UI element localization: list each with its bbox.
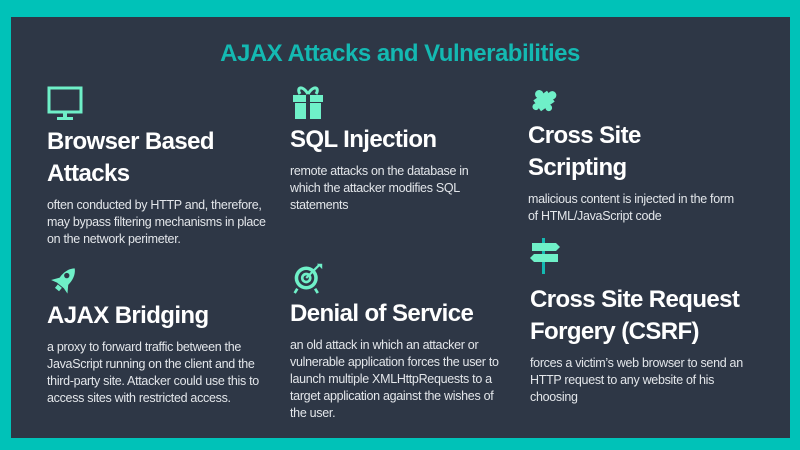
- card-cross-site-scripting: Cross Site Scripting malicious content i…: [528, 86, 738, 225]
- slide-panel: [11, 17, 790, 438]
- page-title: AJAX Attacks and Vulnerabilities: [220, 40, 580, 67]
- card-sql-injection: SQL Injection remote attacks on the data…: [290, 84, 500, 214]
- card-description: an old attack in which an attacker or vu…: [290, 338, 499, 420]
- card-description: malicious content is injected in the for…: [528, 192, 734, 223]
- card-heading: Cross Site Request Forgery (CSRF): [530, 286, 740, 345]
- puzzle-icon: [532, 90, 557, 112]
- target-icon: [293, 263, 323, 294]
- card-csrf: Cross Site Request Forgery (CSRF) forces…: [530, 238, 755, 406]
- card-heading: AJAX Bridging: [47, 302, 209, 329]
- card-description: forces a victim’s web browser to send an…: [530, 356, 743, 404]
- rocket-icon: [51, 268, 75, 294]
- monitor-icon: [47, 86, 83, 120]
- card-ajax-bridging: AJAX Bridging a proxy to forward traffic…: [47, 264, 272, 407]
- card-heading: Denial of Service: [290, 300, 474, 327]
- card-browser-based-attacks: Browser Based Attacks often conducted by…: [47, 86, 267, 248]
- card-description: often conducted by HTTP and, therefore, …: [47, 198, 266, 246]
- card-description: a proxy to forward traffic between the J…: [47, 340, 259, 405]
- card-heading: Cross Site Scripting: [528, 122, 641, 181]
- card-heading: Browser Based Attacks: [47, 128, 215, 187]
- signpost-icon: [530, 238, 560, 274]
- card-heading: SQL Injection: [290, 126, 437, 153]
- card-denial-of-service: Denial of Service an old attack in which…: [290, 262, 505, 422]
- card-description: remote attacks on the database in which …: [290, 164, 469, 212]
- gift-icon: [293, 86, 323, 119]
